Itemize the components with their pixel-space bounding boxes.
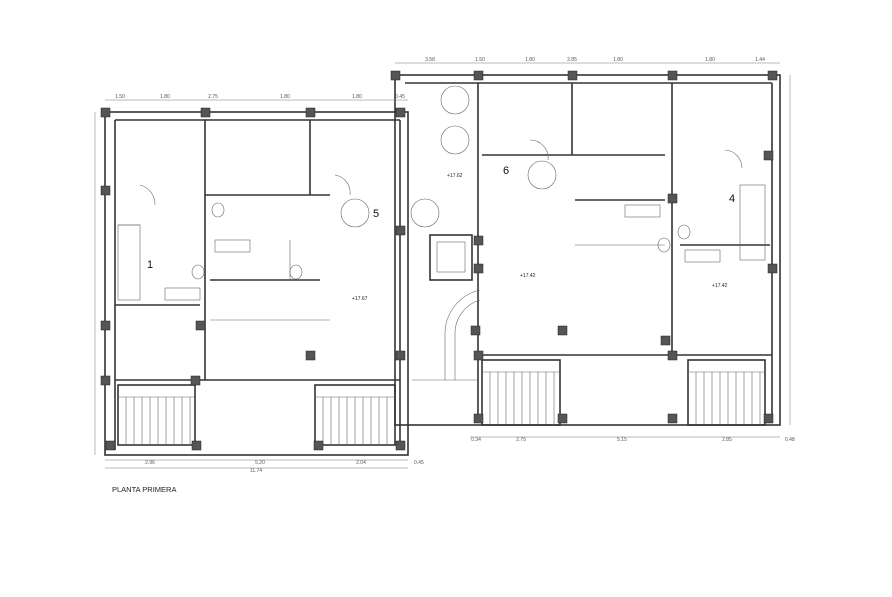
structural-column [763, 413, 774, 424]
structural-column [390, 70, 401, 81]
structural-column [667, 70, 678, 81]
dim-top-right-5: 1.80 [613, 57, 623, 63]
dim-top-right-1: 3.58 [425, 57, 435, 63]
structural-column [767, 263, 778, 274]
dim-top-right-3: 1.80 [525, 57, 535, 63]
structural-column [660, 335, 671, 346]
balconies [117, 359, 766, 446]
dim-bottom-right-1: 0.34 [471, 437, 481, 443]
level-mark: +17.42 [712, 283, 728, 289]
room-number-4: 4 [729, 193, 735, 205]
structural-column [200, 107, 211, 118]
dim-bottom-right-2: 2.75 [516, 437, 526, 443]
structural-column [100, 375, 111, 386]
structural-column [395, 225, 406, 236]
structural-column [305, 350, 316, 361]
dim-top-right-7: 1.44 [755, 57, 765, 63]
structural-column [100, 107, 111, 118]
dim-top-left-1: 1.50 [115, 94, 125, 100]
dim-top-right-2: 1.50 [475, 57, 485, 63]
dim-left-total: 11.74 [250, 468, 262, 474]
structural-column [567, 70, 578, 81]
dim-top-left-3: 2.75 [208, 94, 218, 100]
dim-bottom-right-4: 2.85 [722, 437, 732, 443]
structural-column [667, 413, 678, 424]
structural-column [395, 107, 406, 118]
balcony [687, 359, 766, 426]
room-number-6: 6 [503, 165, 509, 177]
structural-column [395, 440, 406, 451]
balcony [481, 359, 561, 426]
dimension-lines [94, 62, 791, 469]
structural-column [667, 350, 678, 361]
dim-top-left-5: 1.80 [352, 94, 362, 100]
dim-bottom-left-1: 2.96 [145, 460, 155, 466]
structural-column [557, 325, 568, 336]
balcony [117, 384, 196, 446]
room-number-1: 1 [147, 259, 153, 271]
structural-column [305, 107, 316, 118]
structural-column [100, 185, 111, 196]
structural-column [473, 70, 484, 81]
dim-bottom-right-3: 5.15 [617, 437, 627, 443]
drawing-title: PLANTA PRIMERA [112, 485, 176, 494]
structural-column [100, 320, 111, 331]
core-stair-elevator [412, 234, 481, 381]
level-mark: +17.62 [447, 173, 463, 179]
level-mark: +17.67 [352, 296, 368, 302]
structural-column [557, 413, 568, 424]
structural-column [667, 193, 678, 204]
level-mark: +17.42 [520, 273, 536, 279]
structural-column [473, 350, 484, 361]
dim-top-left-4: 1.80 [280, 94, 290, 100]
structural-column [473, 413, 484, 424]
structural-column [191, 440, 202, 451]
doors-and-fixtures [139, 85, 743, 301]
structural-column [763, 150, 774, 161]
structural-column [190, 375, 201, 386]
structural-column [313, 440, 324, 451]
dim-bottom-left-4: 0.45 [414, 460, 424, 466]
dim-top-left-2: 1.80 [160, 94, 170, 100]
room-number-5: 5 [373, 208, 379, 220]
structural-column [473, 235, 484, 246]
dim-top-right-6: 1.80 [705, 57, 715, 63]
dim-bottom-left-3: 2.04 [356, 460, 366, 466]
walls-left-block [104, 111, 409, 456]
structural-column [767, 70, 778, 81]
structural-column [395, 350, 406, 361]
structural-column [195, 320, 206, 331]
columns [100, 70, 778, 451]
walls-right-block [394, 74, 781, 426]
structural-column [473, 263, 484, 274]
structural-column [470, 325, 481, 336]
structural-column [105, 440, 116, 451]
dim-top-right-4: 2.85 [567, 57, 577, 63]
dim-top-left-6: 0.45 [395, 94, 405, 100]
dim-bottom-right-5: 0.48 [785, 437, 795, 443]
balcony [314, 384, 396, 446]
dim-bottom-left-2: 5.20 [255, 460, 265, 466]
